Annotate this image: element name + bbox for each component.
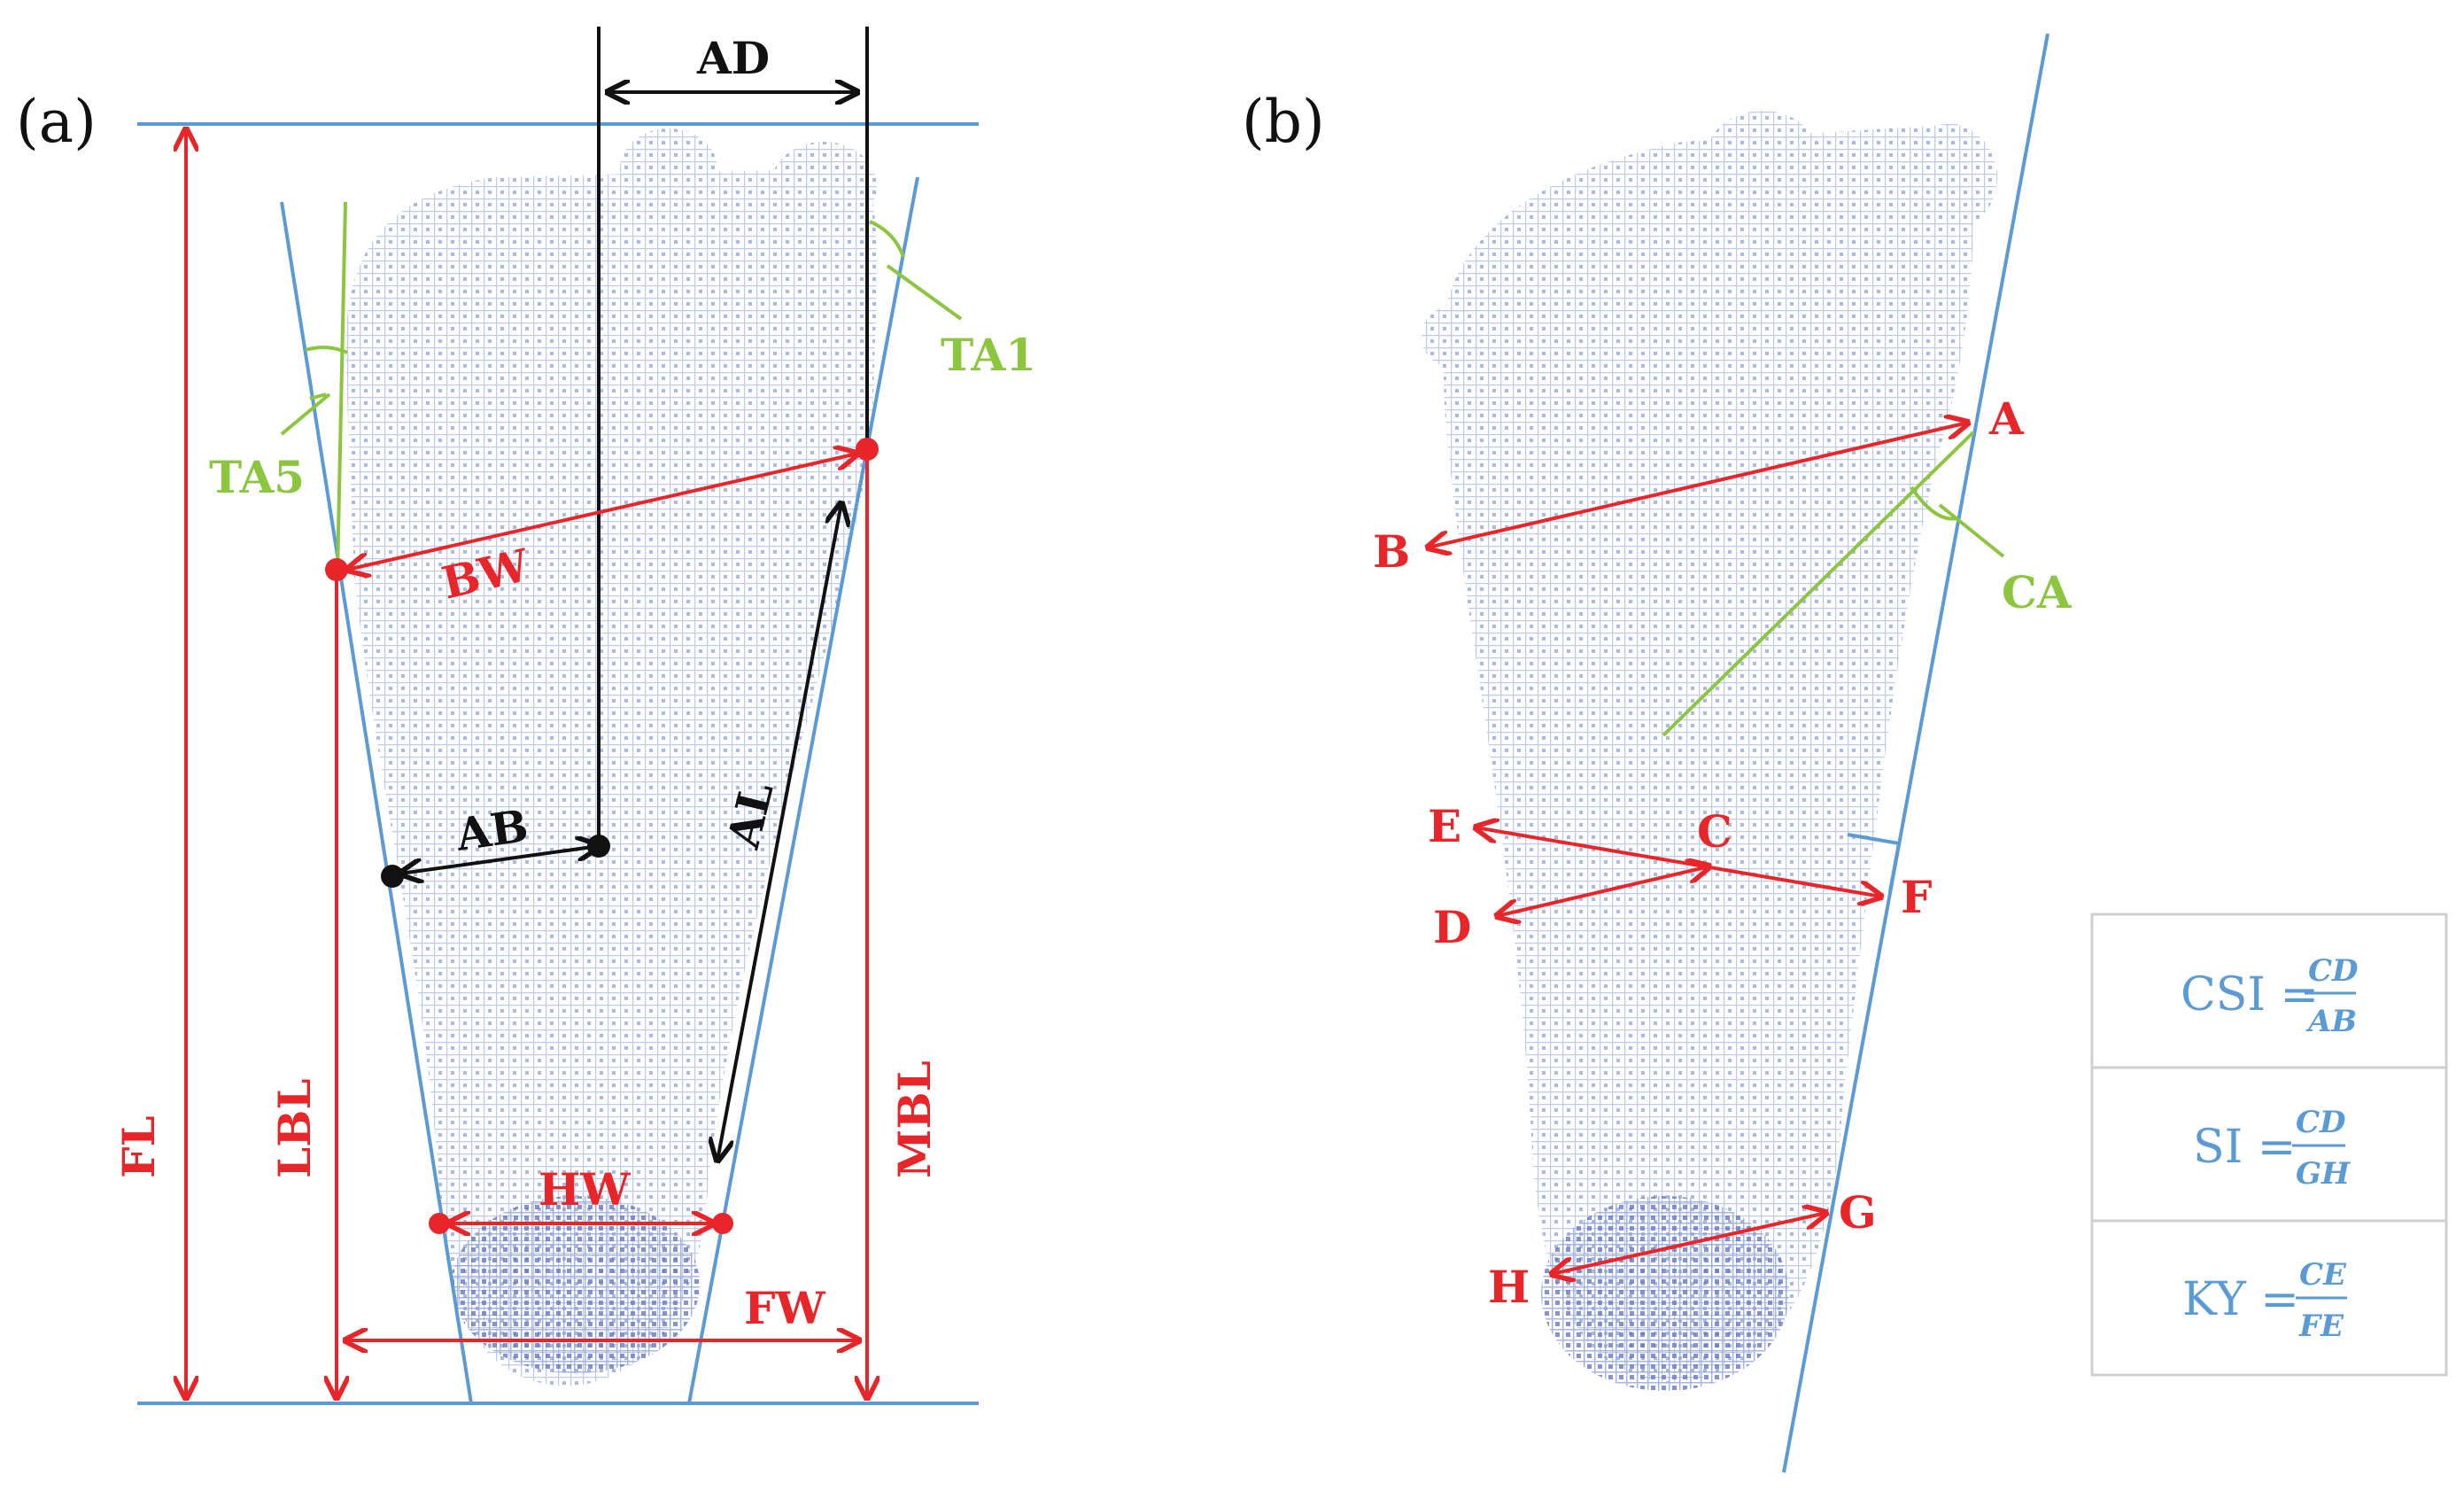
formula-csi-numerator: CD	[2308, 953, 2359, 989]
gh-line	[1552, 1213, 1826, 1274]
point-f-label: F	[1901, 871, 1933, 923]
ab-point-medial	[587, 835, 610, 858]
formula-box: CSI = CD AB SI = CD GH KY = CE FE	[2090, 913, 2448, 1377]
ab-line	[1428, 423, 1968, 548]
ta5-label: TA5	[209, 451, 305, 503]
point-a-label: A	[1988, 392, 2025, 445]
ca-leader	[1938, 503, 2005, 558]
al-dimension	[717, 503, 841, 1161]
point-b-label: B	[1373, 525, 1410, 578]
ta1-arc	[869, 220, 905, 258]
panel-b-label: (b)	[1242, 88, 1325, 156]
bw-dimension	[347, 454, 857, 570]
panel-b: (b) A B CA C E D F G H	[1242, 33, 2073, 1473]
formula-si-denominator: GH	[2296, 1156, 2352, 1192]
panel-a: (a) AD TA1 TA5 BW AB AL FL LBL MBL HW FW	[16, 27, 1036, 1405]
ab-point-lateral	[381, 865, 404, 888]
fl-label: FL	[112, 1115, 165, 1178]
formula-si-numerator: CD	[2296, 1105, 2346, 1140]
ca-label: CA	[2002, 566, 2073, 618]
point-e-label: E	[1428, 800, 1461, 852]
hw-point-medial	[712, 1213, 733, 1234]
formula-csi-denominator: AB	[2305, 1004, 2357, 1039]
mbl-label: MBL	[888, 1060, 941, 1178]
fw-label: FW	[744, 1282, 825, 1334]
formula-csi: CSI = CD AB	[2181, 953, 2359, 1039]
formula-box-frame	[2090, 913, 2448, 1377]
hw-label: HW	[539, 1163, 631, 1216]
formula-ky: KY = CE FE	[2182, 1257, 2347, 1344]
panel-a-label: (a)	[16, 88, 97, 156]
point-c-label: C	[1697, 805, 1732, 858]
ta5-leader	[280, 392, 331, 436]
lbl-label: LBL	[268, 1078, 321, 1178]
bw-point-lateral	[325, 558, 348, 581]
point-d-label: D	[1433, 901, 1471, 953]
formula-ky-denominator: FE	[2298, 1309, 2344, 1344]
bw-point-medial	[856, 438, 879, 461]
ta5-arc	[305, 346, 348, 354]
footprint-b	[1422, 111, 1997, 1391]
point-h-label: H	[1488, 1261, 1530, 1313]
red-measures-b	[1428, 423, 1968, 1274]
hw-point-lateral	[429, 1213, 450, 1234]
point-g-label: G	[1839, 1186, 1877, 1239]
lateral-tangent-line	[280, 201, 473, 1404]
ta5-axis-line	[336, 201, 347, 575]
cd-line	[1497, 866, 1709, 916]
red-measures-a	[186, 129, 867, 1398]
internal-measures-a	[400, 27, 869, 1161]
formula-si: SI = CD GH	[2193, 1105, 2352, 1192]
ta1-label: TA1	[941, 329, 1036, 381]
ad-label: AD	[696, 32, 770, 84]
ta1-leader	[886, 264, 963, 321]
formula-csi-lhs: CSI =	[2181, 968, 2319, 1021]
ab-label: AB	[452, 799, 531, 861]
ta5-pointer	[309, 392, 327, 400]
formula-si-lhs: SI =	[2193, 1121, 2296, 1174]
formula-ky-lhs: KY =	[2182, 1273, 2299, 1326]
ab-dimension	[400, 846, 599, 874]
formula-ky-numerator: CE	[2299, 1257, 2347, 1293]
